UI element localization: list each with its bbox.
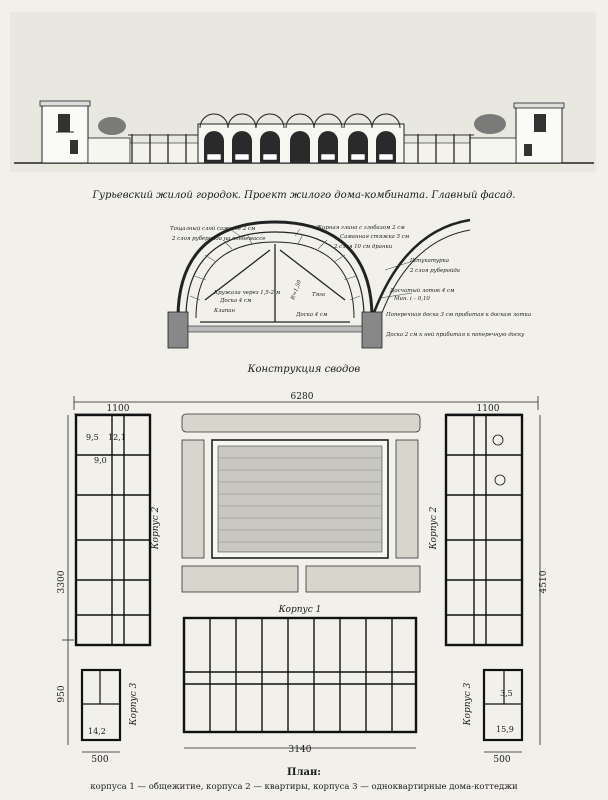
- room-area-121: 12,1: [108, 433, 126, 442]
- room-area-142: 14,2: [88, 727, 106, 736]
- plan-legend: корпуса 1 — общежитие, корпуса 2 — кварт…: [90, 782, 518, 792]
- vault-label-2: Кружала через 1,5-2 м: [213, 290, 281, 296]
- left-korpus-2: [74, 413, 152, 647]
- facade-caption: Гурьевский жилой городок. Проект жилого …: [92, 190, 516, 201]
- korpus-1: [182, 616, 418, 734]
- right-korpus-3: [482, 668, 524, 742]
- label-korpus2-left: Корпус 2: [151, 506, 161, 550]
- vault-label-4: Клапан: [213, 308, 236, 314]
- plan-title: План:: [287, 767, 321, 778]
- vault-label-6: Тяга: [312, 292, 325, 298]
- vault-label-12: 2 слоя руберойда: [409, 267, 460, 274]
- vault-label-9: Саманная стяжка 5 см: [340, 234, 410, 240]
- vault-section-drawing: Тощалный слой сажите 2 см 2 слоя руберой…: [167, 218, 531, 349]
- vault-label-16: Доска 2 см к ней прибитая к поперечную д…: [385, 331, 525, 338]
- dim-right-top-width: 1100: [477, 404, 500, 414]
- vault-label-14: Мин. i – 0,10: [393, 296, 430, 302]
- vault-label-0: Тощалный слой сажите 2 см: [170, 226, 256, 232]
- central-courtyard: [181, 413, 421, 593]
- dim-bottom-right: 500: [493, 755, 510, 765]
- vault-label-8: Жирная глина с глобазом 2 см: [315, 224, 405, 231]
- room-area-35: 3,5: [500, 689, 513, 698]
- vault-label-1: 2 слоя руберойда на клебемассе: [171, 235, 265, 242]
- room-area-90: 9,0: [94, 456, 107, 465]
- dim-top-total: 6280: [291, 392, 314, 402]
- left-tower: [39, 100, 91, 164]
- dim-left-top-width: 1100: [107, 404, 130, 414]
- dim-bottom-left: 500: [91, 755, 108, 765]
- label-korpus1: Корпус 1: [278, 605, 322, 615]
- room-area-159: 15,9: [496, 725, 514, 734]
- facade-elevation-drawing: [10, 12, 596, 172]
- room-area-95: 9,5: [86, 433, 99, 442]
- vault-label-3: Доска 4 см: [219, 298, 252, 304]
- vault-label-10: 2 слоя 10 см дранки: [333, 244, 393, 250]
- vault-label-13: Досчатый лоток 4 см: [389, 288, 455, 294]
- vault-caption: Конструкция сводов: [247, 364, 361, 375]
- central-arcade: [197, 113, 405, 164]
- dim-bottom-center: 3140: [289, 745, 312, 755]
- vault-label-15: Поперечная доска 3 см прибитая к доскам …: [385, 311, 531, 318]
- label-korpus3-right: Корпус 3: [463, 682, 473, 726]
- dim-left-height: 3300: [57, 570, 67, 593]
- dim-right-height: 4510: [539, 570, 549, 593]
- dim-left-lower: 950: [57, 685, 67, 702]
- vault-label-7: Доска 4 см: [295, 312, 328, 318]
- right-tower: [513, 102, 565, 164]
- label-korpus2-right: Корпус 2: [429, 506, 439, 550]
- label-korpus3-left: Корпус 3: [129, 682, 139, 726]
- left-korpus-3: [80, 668, 122, 742]
- vault-label-11: Штукатурка: [409, 258, 449, 264]
- right-korpus-2: [444, 413, 524, 647]
